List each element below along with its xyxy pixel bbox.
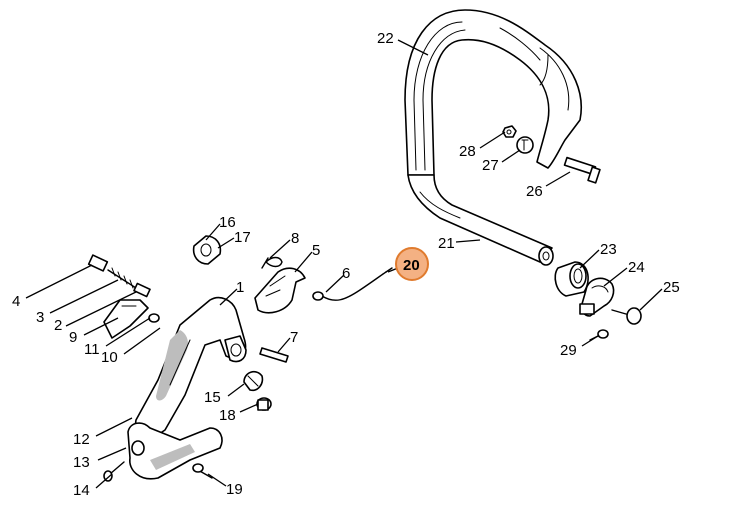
label-1: 1 (236, 279, 244, 296)
label-23: 23 (600, 241, 617, 258)
label-29: 29 (560, 342, 577, 359)
handle-bar-part (404, 9, 582, 266)
clamp-part (579, 277, 615, 317)
label-10: 10 (101, 349, 118, 366)
label-26: 26 (526, 183, 543, 200)
washer-part (516, 136, 534, 154)
label-15: 15 (204, 389, 221, 406)
cable-part (321, 267, 393, 301)
part-labels: 1 2 3 4 5 6 7 8 9 10 11 12 13 14 15 16 1… (12, 30, 680, 499)
label-12: 12 (73, 431, 90, 448)
label-4: 4 (12, 293, 20, 310)
label-16: 16 (219, 214, 236, 231)
label-11: 11 (84, 341, 100, 358)
interlock-part (103, 299, 149, 339)
spring-part (261, 256, 283, 269)
sleeve-part (554, 261, 589, 297)
label-24: 24 (628, 259, 645, 276)
bushing-part (192, 235, 222, 265)
label-9: 9 (69, 329, 77, 346)
circlip-part (148, 313, 160, 323)
label-19: 19 (226, 481, 243, 498)
label-3: 3 (36, 309, 44, 326)
screw-19-part (192, 463, 213, 479)
label-14: 14 (73, 482, 90, 499)
label-22: 22 (377, 30, 394, 47)
nut-part (502, 125, 517, 138)
label-6: 6 (342, 265, 350, 282)
label-28: 28 (459, 143, 476, 160)
small-screw-part (589, 329, 609, 341)
label-25: 25 (663, 279, 680, 296)
label-7: 7 (290, 329, 298, 346)
label-20: 20 (403, 257, 420, 274)
leader-lines (25, 39, 663, 489)
lever-part (254, 267, 306, 314)
highlight-circle (395, 247, 429, 281)
nipple-part (312, 291, 324, 301)
screw-part (611, 307, 642, 325)
label-2: 2 (54, 317, 62, 334)
screw-18-part (256, 397, 272, 411)
handle-base-part (127, 422, 223, 480)
label-27: 27 (482, 157, 499, 174)
label-21: 21 (438, 235, 455, 252)
label-17: 17 (234, 229, 251, 246)
label-13: 13 (73, 454, 90, 471)
label-18: 18 (219, 407, 236, 424)
label-5: 5 (312, 242, 320, 259)
bolt-part (563, 156, 601, 184)
pin-part (87, 254, 151, 298)
stud-part (243, 370, 264, 392)
label-8: 8 (291, 230, 299, 247)
pin-7-part (259, 347, 289, 363)
